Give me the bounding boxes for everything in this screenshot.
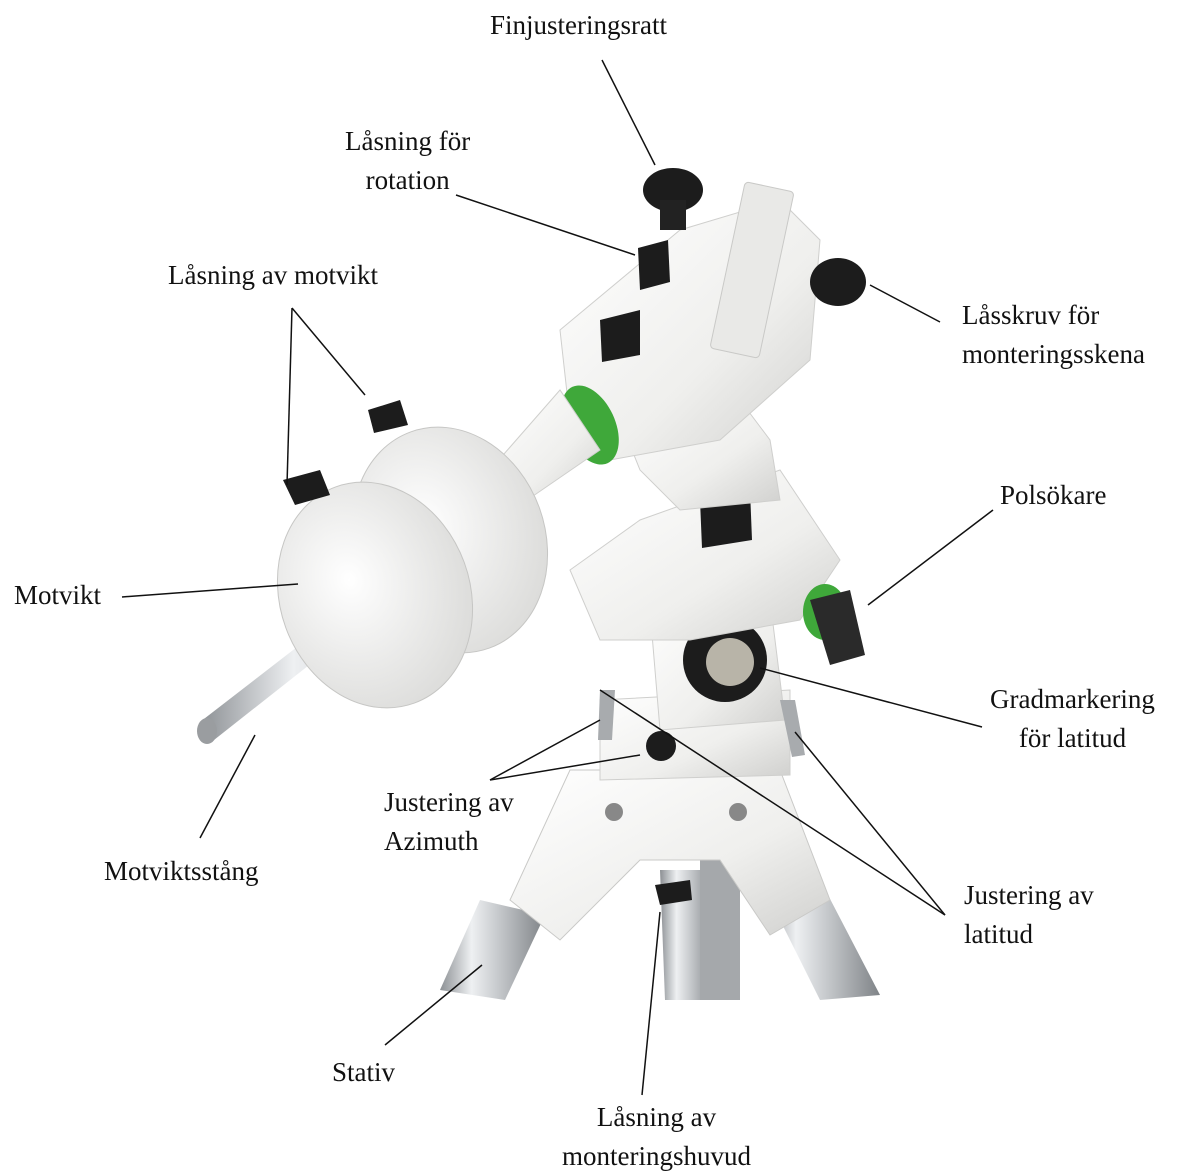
label-lasning-rotation: Låsning för rotation [345,122,470,200]
label-lasskruv: Låsskruv för monteringsskena [962,296,1145,374]
label-stativ: Stativ [332,1053,395,1092]
label-polsokare: Polsökare [1000,476,1106,515]
label-motvikt: Motvikt [14,576,101,615]
label-finjusteringsratt: Finjusteringsratt [490,6,667,45]
label-justering-azimuth: Justering av Azimuth [384,783,514,861]
label-gradmarkering: Gradmarkering för latitud [990,680,1155,758]
leader-lines [122,60,993,1095]
label-motviktsstang: Motviktsstång [104,852,259,891]
label-lasning-monteringshuvud: Låsning av monteringshuvud [562,1098,751,1171]
label-justering-latitud: Justering av latitud [964,876,1094,954]
label-lasning-motvikt: Låsning av motvikt [168,256,378,295]
